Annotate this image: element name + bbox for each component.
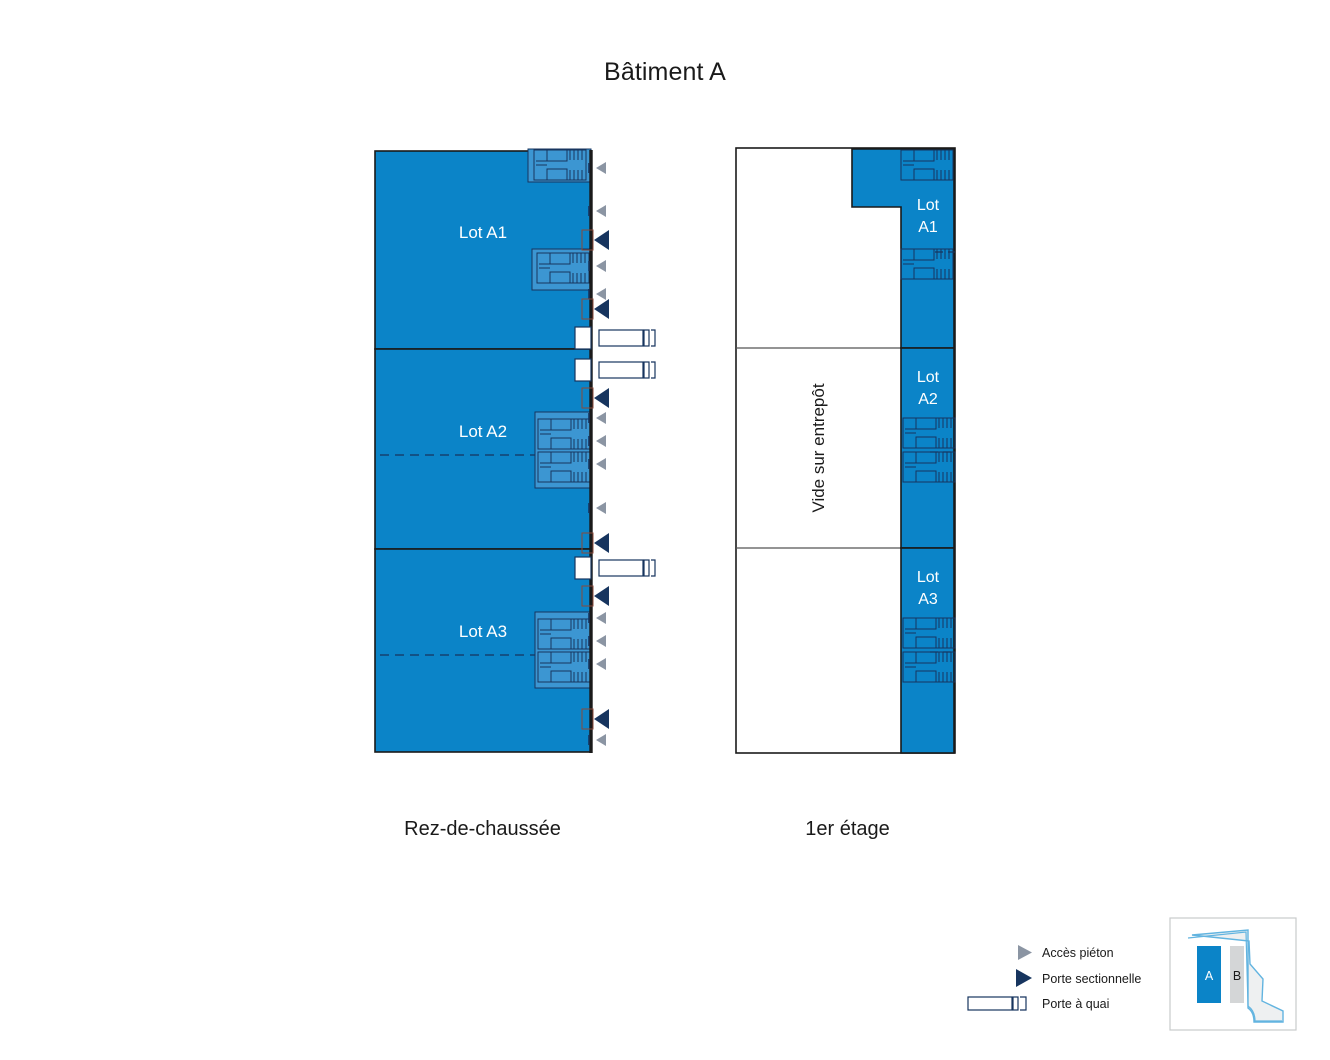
dock-door-icon[interactable] — [574, 326, 656, 350]
ground-floor-caption: Rez-de-chaussée — [404, 818, 561, 840]
ground-floor-plan: Lot A1 Lot A2 — [374, 148, 656, 753]
first-lot-a1-label-line1: Lot — [917, 197, 940, 214]
legend-item-dock-door: Porte à quai — [967, 996, 1109, 1011]
void-over-warehouse-label: Vide sur entrepôt — [809, 383, 828, 512]
site-minimap[interactable]: A B — [1169, 917, 1297, 1031]
legend-item-sectional-door: Porte sectionnelle — [1016, 969, 1141, 987]
dock-door-icon[interactable] — [574, 556, 656, 580]
minimap-building-b[interactable]: B — [1230, 946, 1244, 1003]
ground-lot-a1-label: Lot A1 — [459, 223, 507, 242]
ground-lot-a3[interactable]: Lot A3 — [374, 548, 592, 753]
first-lot-a2-label-line1: Lot — [917, 369, 940, 386]
sectional-door-triangle-icon — [1016, 969, 1032, 987]
legend-label-sectional-door: Porte sectionnelle — [1042, 972, 1141, 986]
legend-label-pedestrian-access: Accès piéton — [1042, 946, 1114, 960]
first-floor-plan: Lot A1 Lot A2 — [735, 147, 956, 754]
minimap-building-a[interactable]: A — [1197, 946, 1221, 1003]
first-lot-a3-label-line1: Lot — [917, 569, 940, 586]
ground-lot-a2-label: Lot A2 — [459, 422, 507, 441]
first-floor-caption: 1er étage — [805, 818, 890, 840]
minimap-site-edge — [1187, 931, 1282, 1022]
pedestrian-access-triangle-icon — [1018, 945, 1032, 960]
legend: Accès piéton Porte sectionnelle Porte à … — [967, 945, 1141, 1011]
legend-label-dock-door: Porte à quai — [1042, 997, 1109, 1011]
ground-lot-a1[interactable]: Lot A1 — [374, 148, 592, 350]
first-lot-a3-label-line2: A3 — [918, 591, 938, 608]
minimap-building-b-label: B — [1233, 969, 1241, 983]
dock-door-icon[interactable] — [574, 358, 656, 382]
ground-lot-a2[interactable]: Lot A2 — [374, 348, 592, 550]
dock-door-icon — [967, 996, 1027, 1011]
legend-item-pedestrian-access: Accès piéton — [1018, 945, 1114, 960]
minimap-site-boundary — [1191, 929, 1284, 1023]
first-lot-a2-label-line2: A2 — [918, 391, 938, 408]
first-lot-a3[interactable]: Lot A3 — [900, 547, 956, 754]
ground-lot-a3-label: Lot A3 — [459, 622, 507, 641]
page-title: Bâtiment A — [604, 58, 726, 86]
first-lot-a2[interactable]: Lot A2 — [900, 347, 956, 549]
minimap-building-a-label: A — [1205, 969, 1214, 983]
first-lot-a1-label-line2: A1 — [918, 219, 938, 236]
